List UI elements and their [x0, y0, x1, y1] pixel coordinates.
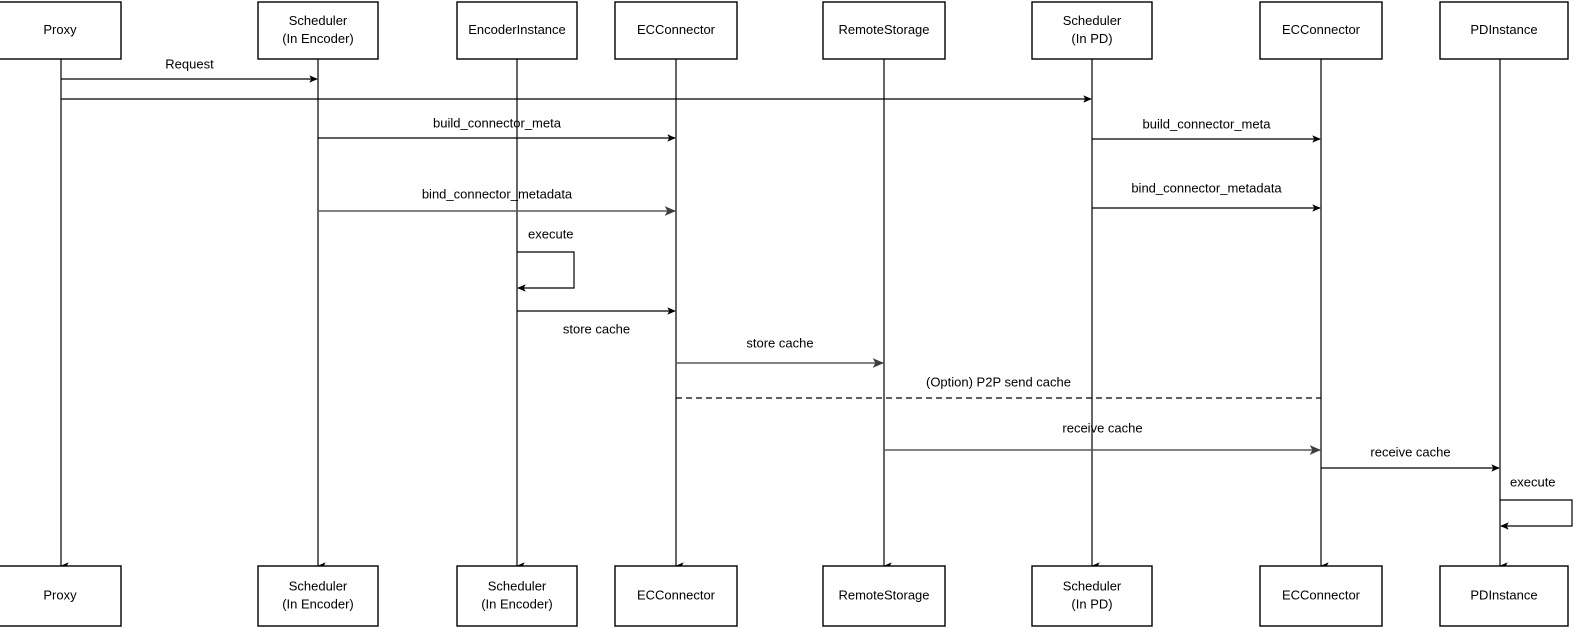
participant-bottom-label: ECConnector [637, 587, 716, 602]
self-messages-layer: execute execute [517, 226, 1573, 530]
participant-top-sched_enc[interactable]: Scheduler (In Encoder) [257, 1, 379, 60]
participant-bottom-label: Proxy [43, 587, 77, 602]
self-message-loop [517, 251, 575, 292]
participant-top-box [1031, 1, 1153, 60]
participant-bottom-label: RemoteStorage [838, 587, 929, 602]
participant-bottom-box [614, 565, 738, 627]
message-label: store cache [563, 321, 630, 336]
participant-bottom-label: Scheduler [289, 578, 348, 593]
participant-top-box [822, 1, 946, 60]
participant-top-remote[interactable]: RemoteStorage [822, 1, 946, 60]
participant-bottom-box [0, 565, 122, 627]
participant-bottom-label: ECConnector [1282, 587, 1361, 602]
message-label: build_connector_meta [433, 115, 562, 130]
participant-bottom-encoder[interactable]: Scheduler (In Encoder) [456, 565, 578, 627]
lifelines-layer [60, 59, 1508, 570]
participant-bottom-sched_pd[interactable]: Scheduler (In PD) [1031, 565, 1153, 627]
participant-bottom-label: PDInstance [1470, 587, 1537, 602]
participant-top-label: Scheduler [1063, 13, 1122, 28]
participant-bottom-sublabel: (In Encoder) [282, 596, 354, 611]
participant-bottom-box [257, 565, 379, 627]
participant-top-label: Proxy [43, 22, 77, 37]
message-m6[interactable]: bind_connector_metadata [1092, 180, 1321, 212]
message-label: receive cache [1370, 444, 1450, 459]
message-m8[interactable]: store cache [676, 335, 884, 368]
message-label: receive cache [1062, 420, 1142, 435]
participant-bottom-sublabel: (In Encoder) [481, 596, 553, 611]
message-label: store cache [746, 335, 813, 350]
participant-top-box [456, 1, 578, 60]
messages-layer: Request build_connector_meta build_connect… [61, 56, 1500, 472]
participant-bottom-box [456, 565, 578, 627]
participant-top-box [1439, 1, 1569, 60]
participant-top-box [1259, 1, 1383, 60]
participant-top-box [0, 1, 122, 60]
participant-bottom-label: Scheduler [1063, 578, 1122, 593]
participant-bottom-ecc_enc[interactable]: ECConnector [614, 565, 738, 627]
message-label: bind_connector_metadata [1131, 180, 1282, 195]
participant-bottom-ecc_pd[interactable]: ECConnector [1259, 565, 1383, 627]
message-m4[interactable]: build_connector_meta [1092, 116, 1321, 143]
participant-top-label: ECConnector [637, 22, 716, 37]
participant-top-label: EncoderInstance [468, 22, 566, 37]
message-label: (Option) P2P send cache [926, 374, 1071, 389]
self-message-label: execute [1510, 474, 1556, 489]
message-label: bind_connector_metadata [422, 186, 573, 201]
participant-bottom-box [1259, 565, 1383, 627]
participant-top-pdinstance[interactable]: PDInstance [1439, 1, 1569, 60]
participant-bottom-sched_enc[interactable]: Scheduler (In Encoder) [257, 565, 379, 627]
participant-bottom-pdinstance[interactable]: PDInstance [1439, 565, 1569, 627]
participant-bottom-remote[interactable]: RemoteStorage [822, 565, 946, 627]
self-message-s1[interactable]: execute [517, 226, 575, 292]
participant-top-sublabel: (In PD) [1071, 31, 1112, 46]
participant-top-label: PDInstance [1470, 22, 1537, 37]
participant-top-encoder[interactable]: EncoderInstance [456, 1, 578, 60]
participant-top-ecc_enc[interactable]: ECConnector [614, 1, 738, 60]
participant-top-label: Scheduler [289, 13, 348, 28]
participant-bottom-label: Scheduler [488, 578, 547, 593]
message-label: build_connector_meta [1143, 116, 1272, 131]
message-m3[interactable]: build_connector_meta [318, 115, 676, 142]
self-message-loop [1500, 499, 1573, 530]
participant-bottom-box [1031, 565, 1153, 627]
message-m1[interactable]: Request [61, 56, 318, 83]
participant-top-sched_pd[interactable]: Scheduler (In PD) [1031, 1, 1153, 60]
message-label: Request [165, 56, 214, 71]
participant-top-box [614, 1, 738, 60]
message-m5[interactable]: bind_connector_metadata [318, 186, 676, 216]
participant-top-proxy[interactable]: Proxy [0, 1, 122, 60]
message-m7[interactable]: store cache [517, 307, 676, 336]
participant-bottom-proxy[interactable]: Proxy [0, 565, 122, 627]
bottom-participant-boxes: Proxy Scheduler (In Encoder) Scheduler (In E… [0, 565, 1569, 627]
top-participant-boxes: Proxy Scheduler (In Encoder) EncoderInstanc… [0, 1, 1569, 60]
participant-bottom-sublabel: (In PD) [1071, 596, 1112, 611]
message-m9[interactable]: (Option) P2P send cache [676, 374, 1321, 399]
participant-top-ecc_pd[interactable]: ECConnector [1259, 1, 1383, 60]
participant-bottom-box [1439, 565, 1569, 627]
message-m10[interactable]: receive cache [884, 420, 1321, 455]
participant-top-label: ECConnector [1282, 22, 1361, 37]
message-m11[interactable]: receive cache [1321, 444, 1500, 472]
participant-bottom-box [822, 565, 946, 627]
participant-top-label: RemoteStorage [838, 22, 929, 37]
participant-top-sublabel: (In Encoder) [282, 31, 354, 46]
self-message-s2[interactable]: execute [1500, 474, 1573, 530]
participant-top-box [257, 1, 379, 60]
self-message-label: execute [528, 226, 574, 241]
